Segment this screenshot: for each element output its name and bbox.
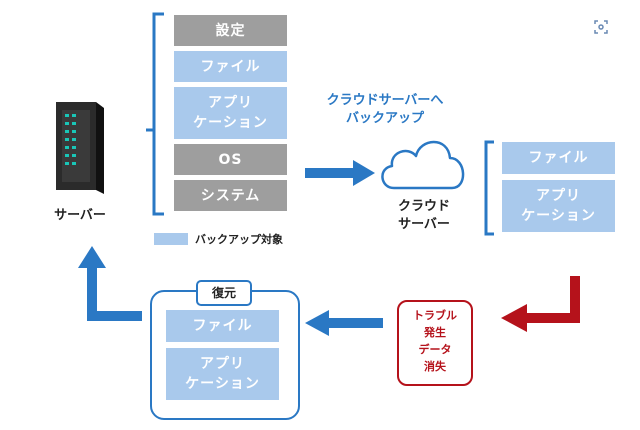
stack-applications: アプリ ケーション [174, 87, 287, 139]
return-arrow [78, 246, 142, 321]
trouble-arrow [501, 276, 580, 332]
backup-arrow [305, 160, 375, 186]
stack-bracket [146, 12, 164, 216]
restore-applications: アプリ ケーション [166, 348, 279, 400]
stack-os: OS [174, 144, 287, 175]
restore-title-box [196, 280, 252, 306]
legend-label: バックアップ対象 [195, 233, 283, 246]
trouble-box [397, 300, 473, 386]
legend-swatch [154, 233, 188, 245]
restore-title: 復元 [211, 286, 236, 300]
stack-system: システム [174, 180, 287, 211]
cloud-stack-applications: アプリ ケーション [502, 180, 615, 232]
stack-files: ファイル [174, 51, 287, 82]
cloud-icon [381, 140, 465, 190]
cloud-bracket [484, 140, 494, 236]
server-label: サーバー [54, 208, 106, 223]
backup-arrow-label: クラウドサーバーへ バックアップ [326, 93, 444, 126]
restore-files: ファイル [166, 310, 279, 342]
server-icon [56, 102, 104, 194]
expand-icon[interactable] [594, 20, 608, 34]
stack-settings: 設定 [174, 15, 287, 46]
cloud-label: クラウド サーバー [397, 199, 450, 232]
cloud-stack-files: ファイル [502, 142, 615, 174]
restore-arrow [305, 310, 383, 336]
trouble-label: トラブル 発生 データ 消失 [413, 309, 457, 373]
